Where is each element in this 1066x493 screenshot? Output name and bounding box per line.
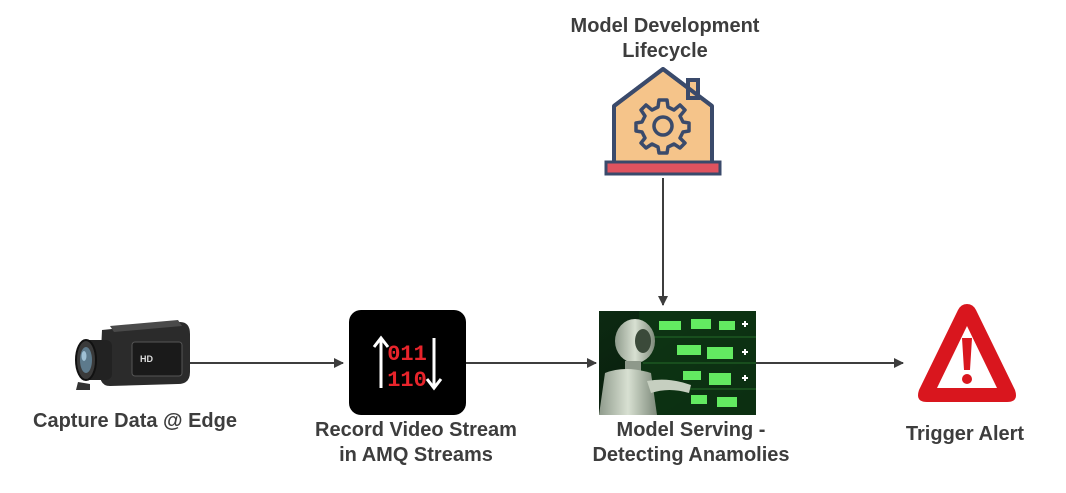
gear-house-icon [604,64,722,178]
binary-stream-icon: 011 110 [349,310,466,415]
model-dev-label-line2: Lifecycle [622,40,708,62]
serving-label-line2: Detecting Anamolies [592,444,790,466]
record-label-line1: Record Video Stream [315,419,517,441]
record-label-line2: in AMQ Streams [339,444,493,466]
model-dev-label: Model Development Lifecycle [545,14,785,64]
capture-label: Capture Data @ Edge [33,410,237,432]
bits-bottom-text: 110 [387,368,427,393]
robot-stock-board-image [599,311,756,415]
serving-label: Model Serving - Detecting Anamolies [576,418,806,468]
bits-top-text: 011 [387,342,427,367]
warning-triangle-icon [915,298,1019,410]
record-label: Record Video Stream in AMQ Streams [296,418,536,468]
alert-label: Trigger Alert [905,423,1025,445]
camcorder-hd-text: HD [140,354,153,364]
model-dev-label-line1: Model Development [570,15,760,37]
serving-label-line1: Model Serving - [616,419,766,441]
camcorder-icon: HD [70,312,195,398]
